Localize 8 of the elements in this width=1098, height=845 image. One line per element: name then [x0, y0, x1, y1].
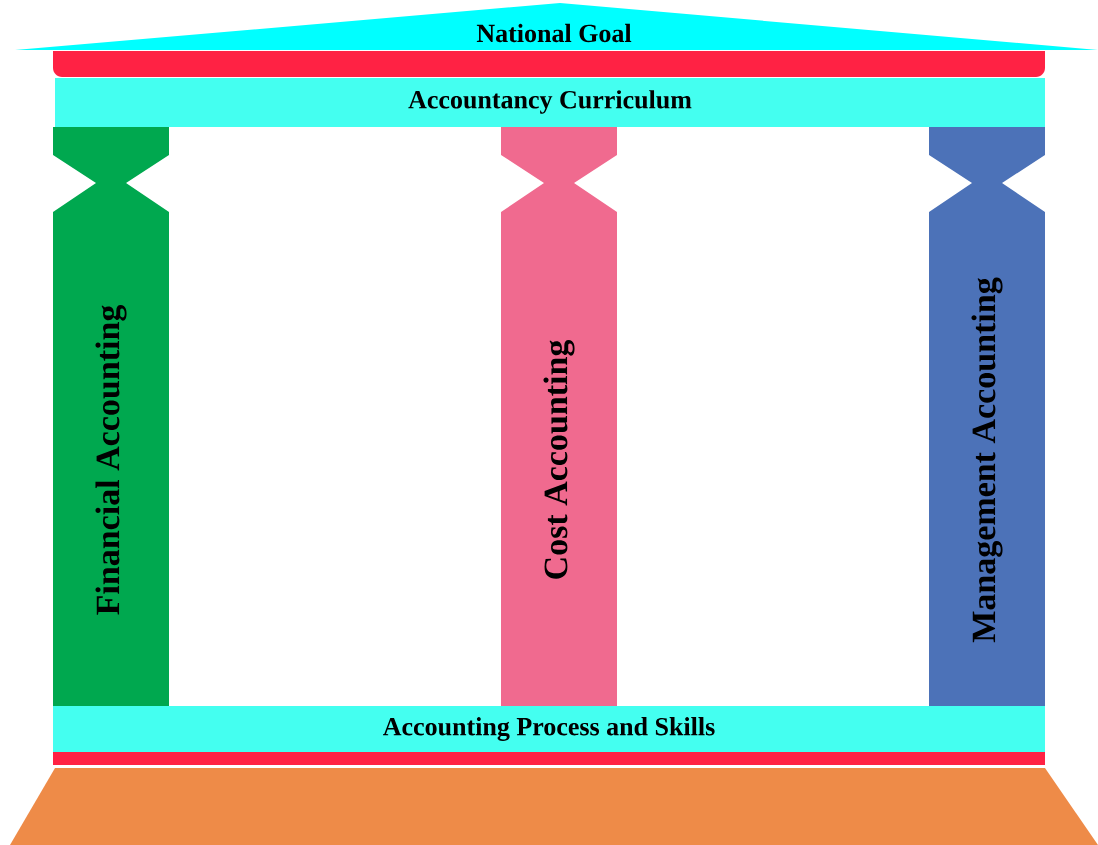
base: [10, 768, 1098, 845]
band: Accountancy Curriculum: [55, 78, 1045, 127]
beam: [53, 51, 1045, 77]
roof: National Goal: [15, 3, 1098, 50]
band: Accounting Process and Skills: [53, 706, 1045, 752]
pillar: Management Accounting: [929, 127, 1045, 706]
pillar: Financial Accounting: [53, 127, 169, 706]
pillar: Cost Accounting: [501, 127, 617, 706]
